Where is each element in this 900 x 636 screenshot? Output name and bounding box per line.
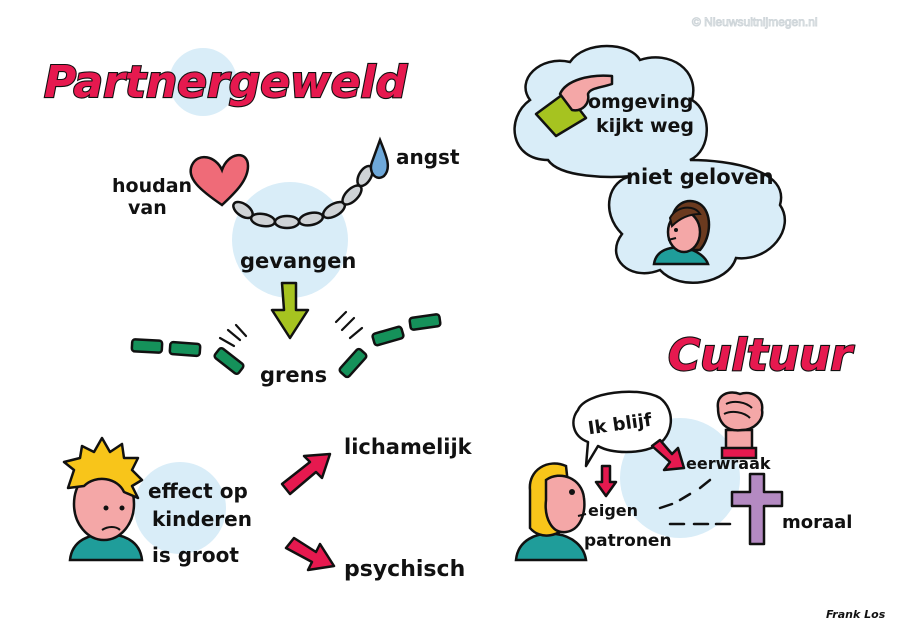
- tear-drop-icon: [369, 136, 390, 179]
- grens-label: grens: [260, 363, 327, 387]
- kinderen-backdrop-circle: [134, 462, 226, 554]
- child-avatar: [62, 436, 144, 562]
- eerwraak-arrow-icon: [650, 438, 686, 472]
- cultuur-section: Cultuur Ik blijf eerwraak eigen patronen: [514, 329, 855, 562]
- title-backdrop-circle: [169, 48, 237, 116]
- psychisch-label: psychisch: [344, 557, 465, 582]
- woman-avatar: [652, 199, 711, 266]
- niet-geloven-label: niet geloven: [626, 165, 774, 189]
- omgeving-section: omgeving kijkt weg niet geloven: [513, 44, 787, 284]
- up-arrow-icon: [280, 452, 332, 496]
- spiky-hair-icon: [62, 436, 144, 500]
- down-right-arrow-icon: [284, 536, 336, 572]
- down-arrow-icon: [270, 281, 310, 340]
- broken-border-line: [130, 313, 442, 379]
- gevangen-backdrop-circle: [232, 182, 348, 298]
- houdan-label: houdan: [112, 175, 192, 197]
- kijkt-weg-label: kijkt weg: [596, 115, 694, 137]
- effect-line-2: kinderen: [152, 507, 252, 531]
- lichamelijk-label: lichamelijk: [344, 435, 473, 459]
- eigen-label: eigen: [588, 501, 638, 520]
- van-label: van: [128, 197, 167, 219]
- break-motion-lines: [218, 310, 364, 348]
- heart-icon: [189, 154, 250, 207]
- cultuur-title: Cultuur: [668, 330, 854, 381]
- fist-icon: [716, 391, 764, 460]
- effect-line-1: effect op: [148, 479, 248, 503]
- connector-dashes: [658, 478, 732, 526]
- eerwraak-label: eerwraak: [686, 454, 771, 473]
- chain-icon: [232, 164, 374, 230]
- patronen-label: patronen: [584, 531, 672, 551]
- kinderen-section: effect op kinderen is groot lichamelijk …: [62, 435, 473, 582]
- moraal-label: moraal: [782, 512, 852, 533]
- pointing-hand-icon: [534, 74, 614, 138]
- partnergeweld-title: Partnergeweld: [44, 57, 408, 108]
- omgeving-label: omgeving: [588, 91, 693, 113]
- effect-line-3: is groot: [152, 543, 239, 567]
- partnergeweld-section: Partnergeweld houdan van angst gevangen: [43, 48, 460, 387]
- angst-label: angst: [396, 145, 460, 169]
- eigen-arrow-icon: [594, 464, 618, 498]
- cross-icon: [730, 472, 784, 546]
- watermark: © Nieuwsuitnijmegen.nl: [692, 15, 818, 29]
- woman-profile-avatar: [514, 462, 588, 562]
- gevangen-label: gevangen: [240, 249, 356, 273]
- artist-signature: Frank Los: [826, 608, 886, 621]
